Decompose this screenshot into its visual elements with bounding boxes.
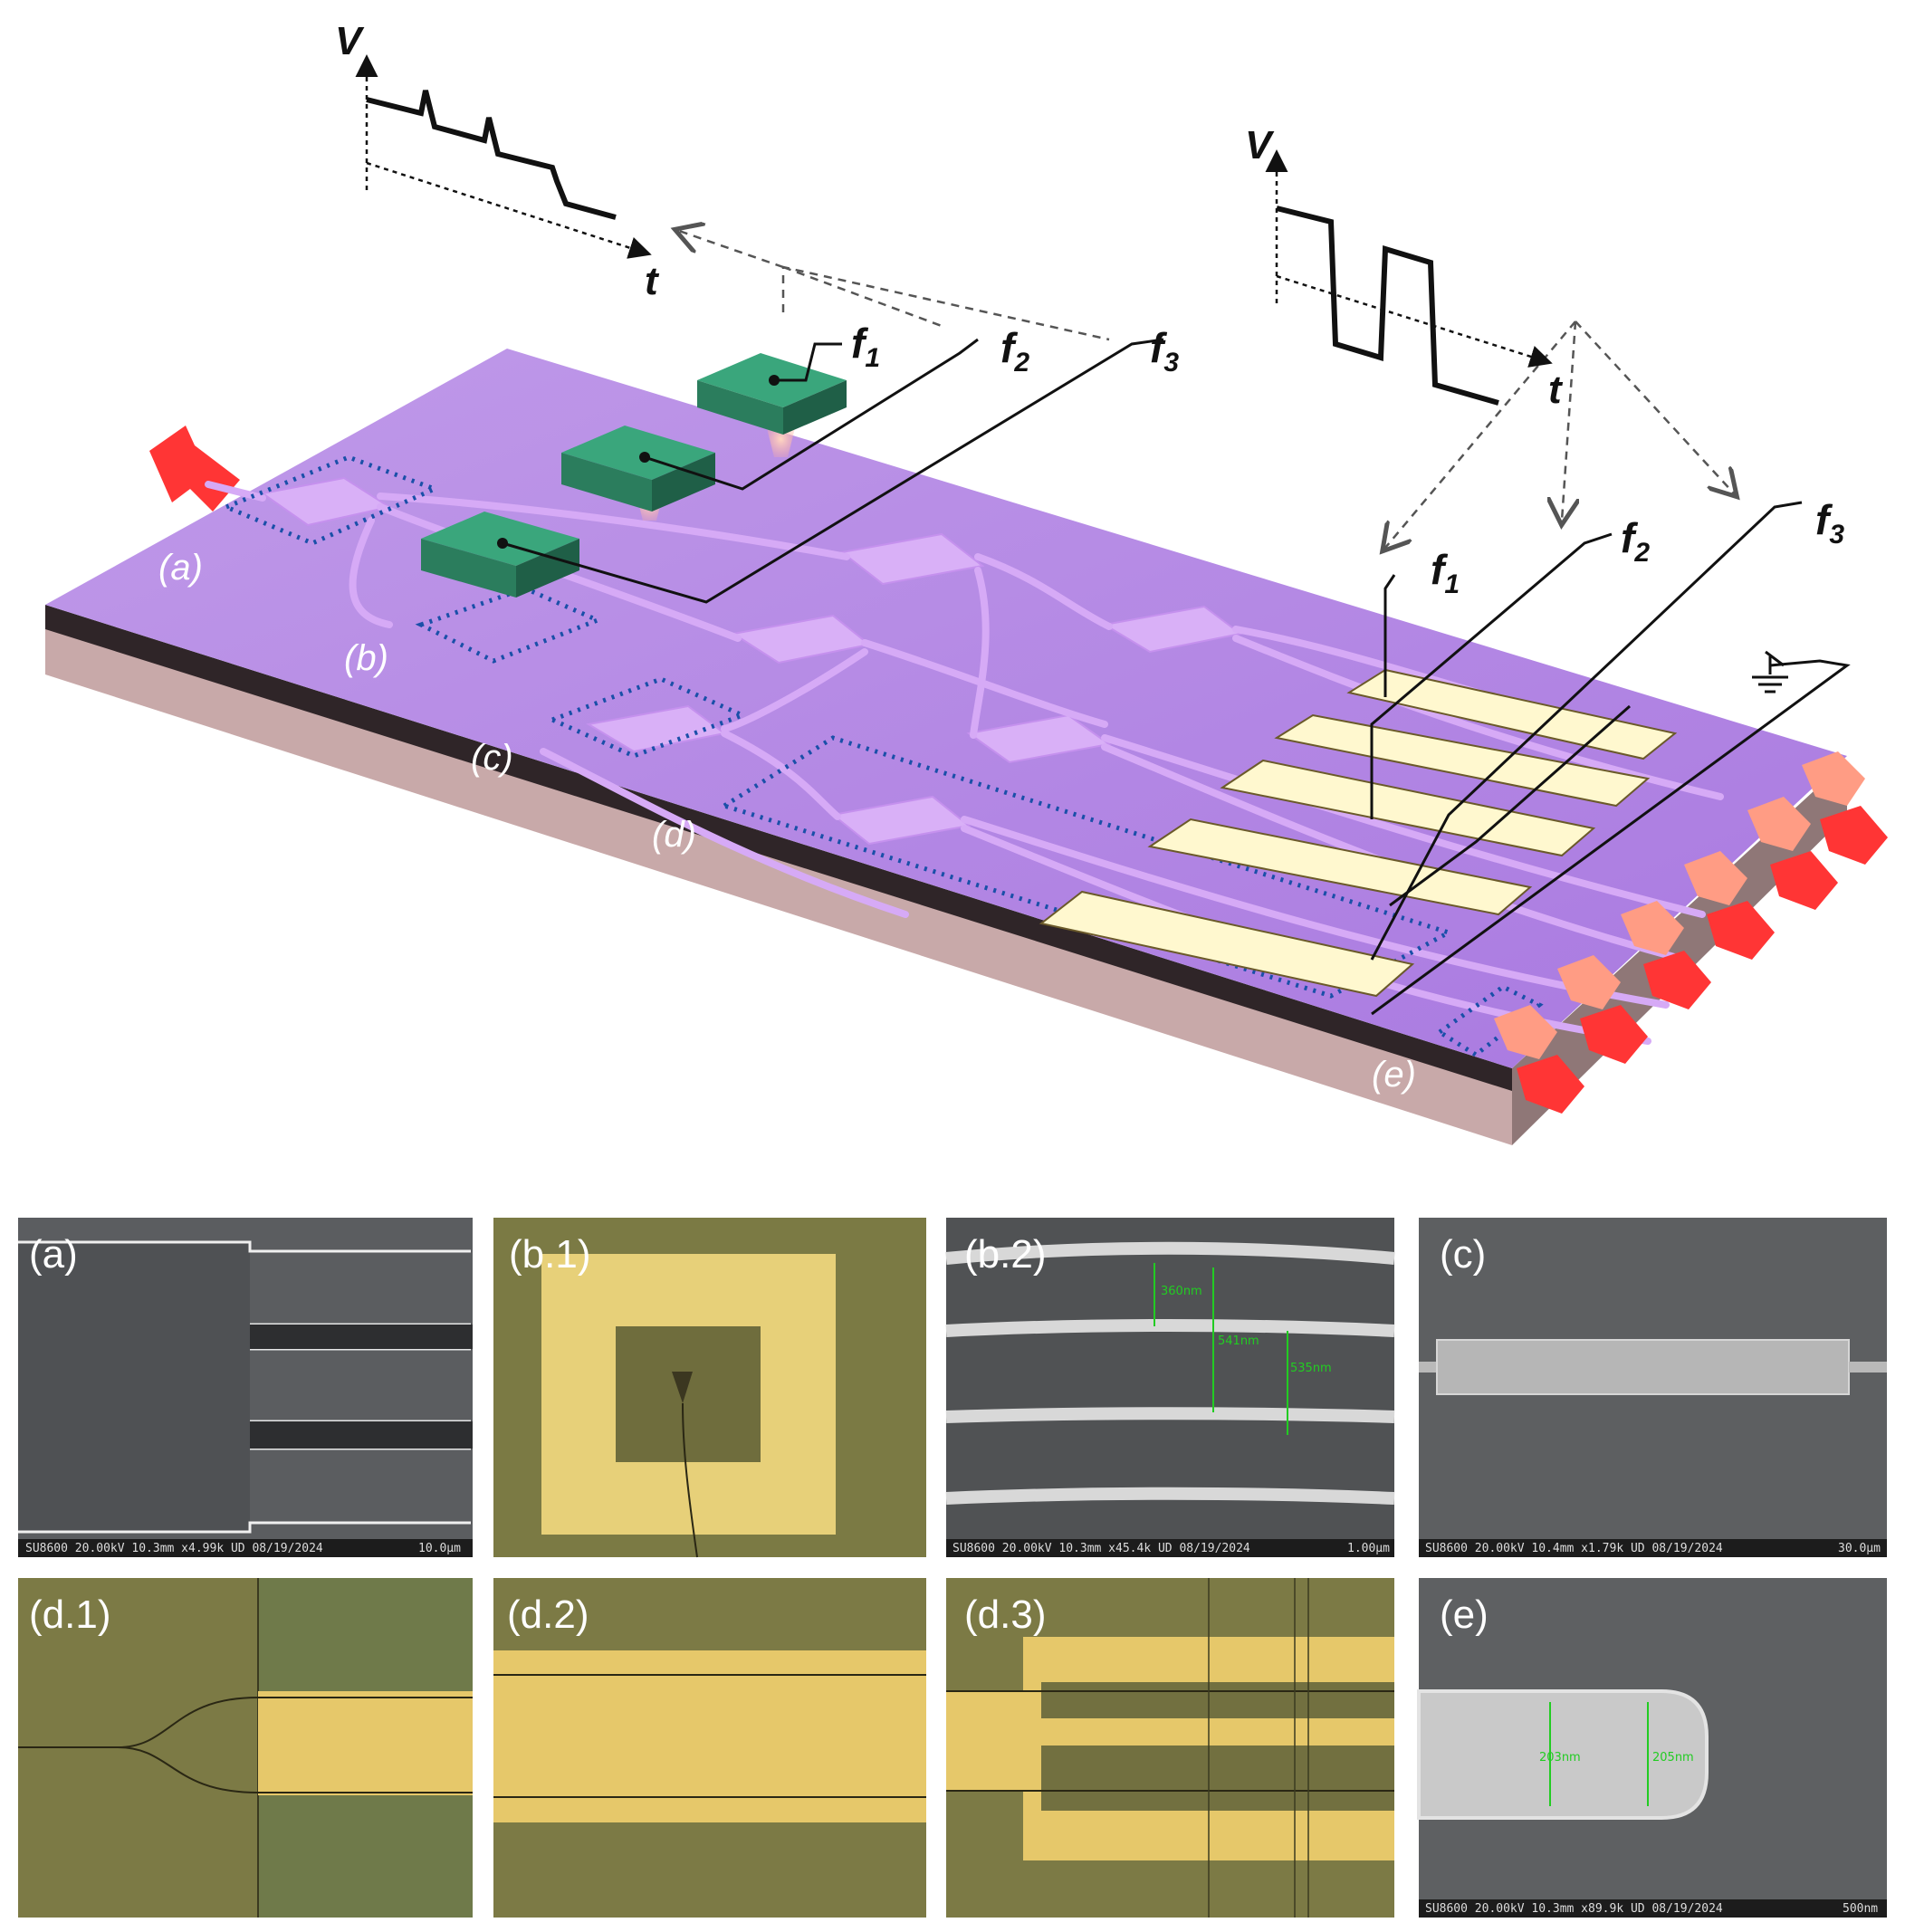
dotted-regions <box>220 454 1544 1058</box>
input-laser-arrow <box>149 426 240 512</box>
panel-c: SU8600 20.00kV 10.4mm x1.79k UD 08/19/20… <box>1419 1218 1887 1557</box>
waveform-left-t-axis <box>366 161 652 259</box>
panel-c-footer: SU8600 20.00kV 10.4mm x1.79k UD 08/19/20… <box>1425 1542 1723 1555</box>
panel-a-footer: SU8600 20.00kV 10.3mm x4.99k UD 08/19/20… <box>25 1542 323 1555</box>
panel-e-m2: 205nm <box>1652 1751 1694 1765</box>
ground-symbol <box>1752 656 1788 693</box>
chip-3d: (a) (b) (c) (d) (e) <box>45 349 1888 1145</box>
panel-b2-label: (b.2) <box>964 1232 1046 1277</box>
panel-b2-footer: SU8600 20.00kV 10.3mm x45.4k UD 08/19/20… <box>952 1542 1250 1555</box>
output-arrow-1 <box>1802 751 1888 865</box>
panel-e-scale: 500nm <box>1843 1902 1878 1916</box>
output-arrow-2 <box>1747 797 1838 910</box>
signal-labels-right: f1 f2 f3 <box>1431 496 1844 599</box>
waveform-right: V t <box>1245 123 1564 412</box>
signal-f3-right: f <box>1815 496 1833 543</box>
chip-label-b: (b) <box>344 638 388 678</box>
output-arrow-6 <box>1494 1005 1584 1114</box>
chip-label-d: (d) <box>652 815 696 855</box>
dotted-region-b <box>415 586 604 664</box>
panel-b2-scale: 1.00µm <box>1347 1542 1390 1555</box>
output-arrows <box>1494 751 1888 1114</box>
waveform-right-t-axis <box>1276 274 1553 368</box>
panel-b2-m3: 535nm <box>1290 1362 1332 1375</box>
waveform-right-trace <box>1276 206 1499 406</box>
panel-b2-m1: 360nm <box>1161 1285 1202 1298</box>
waveform-left-trace <box>366 90 617 220</box>
chip-label-a: (a) <box>158 548 203 588</box>
panel-d3-label: (d.3) <box>964 1592 1046 1637</box>
dashed-arrows-right <box>1385 320 1734 548</box>
heater-block-3 <box>421 512 579 598</box>
electrode-5 <box>1039 890 1415 998</box>
waveform-left: V t <box>335 19 660 303</box>
panel-c-scale: 30.0µm <box>1838 1542 1881 1555</box>
panel-d2-label: (d.2) <box>507 1592 589 1637</box>
heater-blocks <box>421 353 847 598</box>
electrode-4 <box>1147 818 1533 916</box>
waveform-left-v-label: V <box>335 19 365 63</box>
svg-text:f3: f3 <box>1150 324 1179 378</box>
output-arrow-4 <box>1621 901 1711 1009</box>
svg-text:f1: f1 <box>851 320 880 373</box>
wires-top <box>502 338 1164 604</box>
panel-b1: (b.1) <box>493 1218 926 1558</box>
waveform-right-t-label: t <box>1548 368 1564 412</box>
panel-b2-m2: 541nm <box>1218 1334 1259 1348</box>
output-arrow-3 <box>1684 851 1775 960</box>
panel-b1-label: (b.1) <box>509 1232 590 1277</box>
panel-e: 203nm 205nm SU8600 20.00kV 10.3mm x89.9k… <box>1417 1578 1887 1918</box>
chip-oxide-layer <box>45 605 1512 1091</box>
panel-c-label: (c) <box>1440 1232 1486 1277</box>
dotted-region-e <box>1435 984 1544 1058</box>
output-arrow-5 <box>1557 955 1648 1064</box>
svg-text:f1: f1 <box>1431 546 1460 599</box>
panel-a: SU8600 20.00kV 10.3mm x4.99k UD 08/19/20… <box>18 1218 473 1557</box>
panel-d2: (d.2) <box>493 1578 926 1918</box>
panel-b2: 360nm 541nm 535nm SU8600 20.00kV 10.3mm … <box>945 1218 1395 1557</box>
svg-text:f3: f3 <box>1815 496 1844 550</box>
signal-f2-right: f <box>1621 514 1639 561</box>
signal-f2-top: f <box>1000 324 1019 371</box>
electrode-3 <box>1220 759 1596 857</box>
chip-base-layer <box>45 616 1512 1145</box>
dashed-arrows-top <box>679 231 1110 341</box>
signal-f1-top: f <box>851 320 869 367</box>
panel-a-label: (a) <box>29 1232 78 1277</box>
signal-f3-top: f <box>1150 324 1168 371</box>
panel-e-footer: SU8600 20.00kV 10.3mm x89.9k UD 08/19/20… <box>1425 1902 1723 1916</box>
panel-d3: (d.3) <box>946 1578 1394 1918</box>
chip-label-c: (c) <box>471 738 513 778</box>
signal-f1-right: f <box>1431 546 1449 593</box>
panel-d1-label: (d.1) <box>29 1592 110 1637</box>
waveform-right-v-label: V <box>1245 123 1275 167</box>
signal-labels-top: f1 f2 f3 <box>851 320 1179 378</box>
panel-e-label: (e) <box>1440 1592 1489 1637</box>
chip-label-e: (e) <box>1372 1055 1416 1095</box>
svg-text:f2: f2 <box>1621 514 1650 568</box>
panel-a-scale: 10.0µm <box>418 1542 461 1555</box>
svg-text:f2: f2 <box>1000 324 1029 378</box>
panel-e-m1: 203nm <box>1539 1751 1581 1765</box>
panel-d1: (d.1) <box>18 1578 473 1918</box>
waveform-left-t-label: t <box>645 259 660 303</box>
electrode-2 <box>1274 713 1651 808</box>
